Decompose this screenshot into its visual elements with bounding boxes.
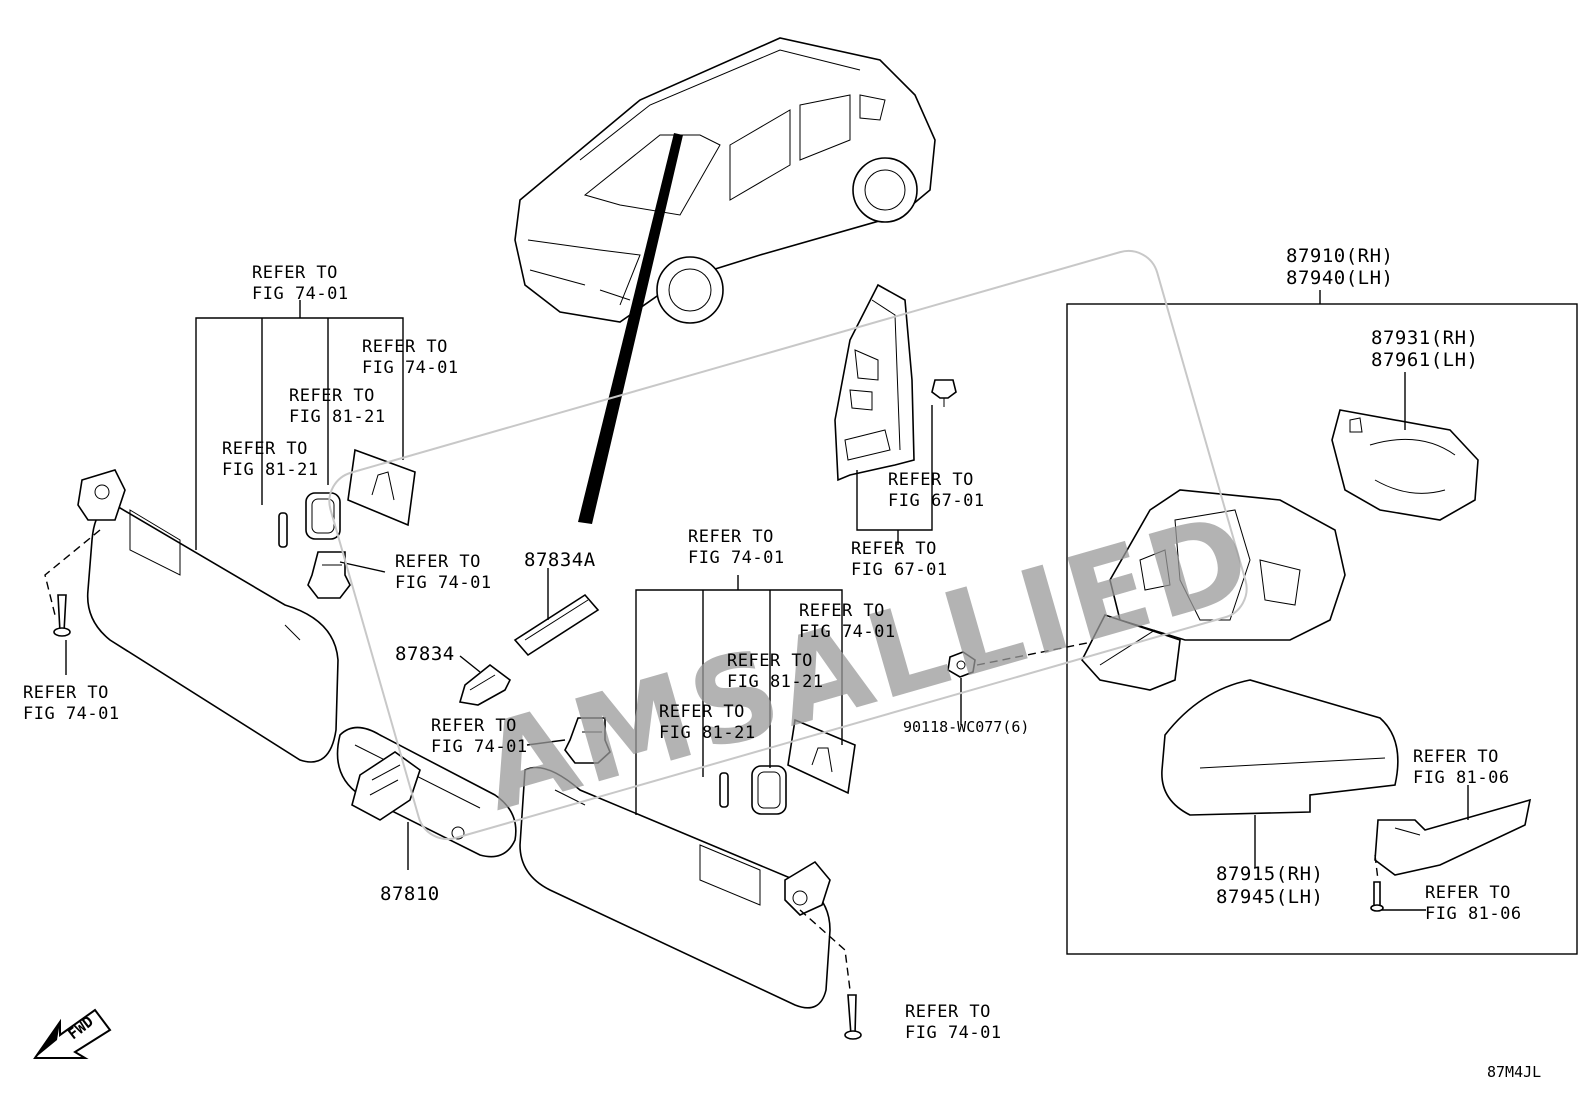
- pin-right: [719, 772, 729, 808]
- outer-mirror-assembly-box: [1066, 303, 1578, 955]
- ref-label: REFER TO: [252, 263, 338, 283]
- ref-fig: FIG 81-21: [659, 723, 756, 743]
- ref-label: REFER TO: [1413, 747, 1499, 767]
- part-number-87834: 87834: [395, 643, 455, 665]
- ref-fig: FIG 67-01: [851, 560, 948, 580]
- inner-rear-view-mirror: [336, 726, 517, 858]
- ref-fig: FIG 74-01: [799, 622, 896, 642]
- part-number-87834A: 87834A: [524, 549, 596, 571]
- part-number-87961: 87961(LH): [1371, 349, 1478, 371]
- mirror-glass: [1331, 409, 1479, 521]
- outer-mirror-housing: [1081, 489, 1346, 691]
- ref-fig: FIG 74-01: [362, 358, 459, 378]
- ring-right: [751, 765, 787, 815]
- ref-label: REFER TO: [362, 337, 448, 357]
- ref-fig: FIG 67-01: [888, 491, 985, 511]
- ref-label: REFER TO: [659, 702, 745, 722]
- part-number-87931: 87931(RH): [1371, 327, 1478, 349]
- fwd-arrow-icon: FWD: [33, 1008, 112, 1059]
- mirror-cover: [1161, 679, 1399, 816]
- ref-label: REFER TO: [799, 601, 885, 621]
- ref-fig: FIG 81-21: [289, 407, 386, 427]
- screw-line-left: [44, 529, 101, 616]
- pillar-trim: [834, 283, 915, 482]
- sun-visor-left: [77, 469, 339, 763]
- ref-fig: FIG 81-06: [1413, 768, 1510, 788]
- ref-label: REFER TO: [727, 651, 813, 671]
- part-87834: [458, 663, 512, 706]
- ref-fig: FIG 81-06: [1425, 904, 1522, 924]
- diagram-code: 87M4JL: [1487, 1063, 1541, 1081]
- screw-right: [844, 994, 862, 1040]
- screw-line-right: [799, 909, 851, 991]
- trim-clip: [931, 379, 957, 407]
- ring-left: [305, 492, 341, 540]
- ref-fig: FIG 81-21: [222, 460, 319, 480]
- ref-label: REFER TO: [395, 552, 481, 572]
- part-number-87910: 87910(RH): [1286, 245, 1393, 267]
- screw-mirror: [1370, 881, 1384, 912]
- turn-signal-lamp: [1374, 798, 1532, 876]
- ref-fig: FIG 74-01: [905, 1023, 1002, 1043]
- vehicle-illustration: [514, 37, 936, 324]
- ref-fig: FIG 74-01: [431, 737, 528, 757]
- ref-label: REFER TO: [688, 527, 774, 547]
- ref-fig: FIG 74-01: [688, 548, 785, 568]
- ref-label: REFER TO: [289, 386, 375, 406]
- card-left: [347, 448, 416, 527]
- ref-label: REFER TO: [222, 439, 308, 459]
- ref-label: REFER TO: [431, 716, 517, 736]
- ref-fig: FIG 74-01: [23, 704, 120, 724]
- part-number-87810: 87810: [380, 883, 440, 905]
- ref-fig: FIG 74-01: [395, 573, 492, 593]
- part-number-87915: 87915(RH): [1216, 863, 1323, 885]
- part-87834A: [513, 593, 600, 657]
- sun-visor-right: [519, 766, 831, 1009]
- screw-left: [53, 594, 71, 637]
- part-number-90118: 90118-WC077(6): [903, 718, 1029, 736]
- ref-fig: FIG 81-21: [727, 672, 824, 692]
- nut-90118: [947, 651, 976, 678]
- part-number-87940: 87940(LH): [1286, 267, 1393, 289]
- ref-label: REFER TO: [905, 1002, 991, 1022]
- part-number-87945: 87945(LH): [1216, 886, 1323, 908]
- pin-left: [278, 512, 288, 548]
- ref-label: REFER TO: [888, 470, 974, 490]
- watermark-frame: [328, 249, 1248, 841]
- ref-fig: FIG 74-01: [252, 284, 349, 304]
- ref-label: REFER TO: [23, 683, 109, 703]
- vehicle-leader-wedge: [578, 133, 683, 524]
- ref-label: REFER TO: [851, 539, 937, 559]
- clip-center: [564, 717, 611, 764]
- ref-label: REFER TO: [1425, 883, 1511, 903]
